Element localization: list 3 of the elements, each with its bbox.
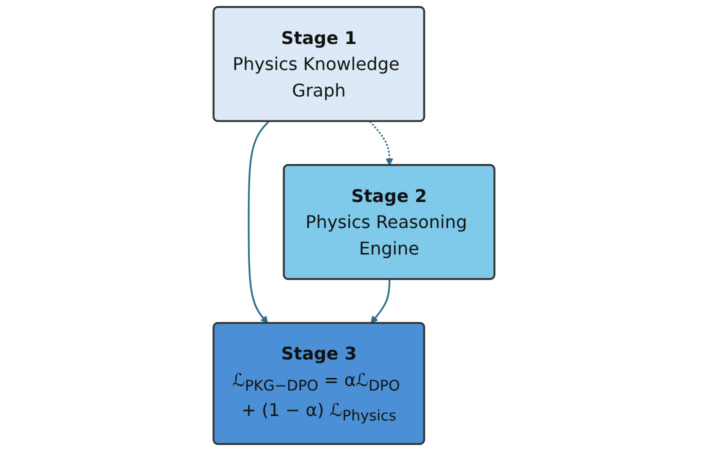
arrow — [248, 120, 270, 324]
arrow — [369, 120, 394, 166]
arrow — [370, 279, 390, 324]
